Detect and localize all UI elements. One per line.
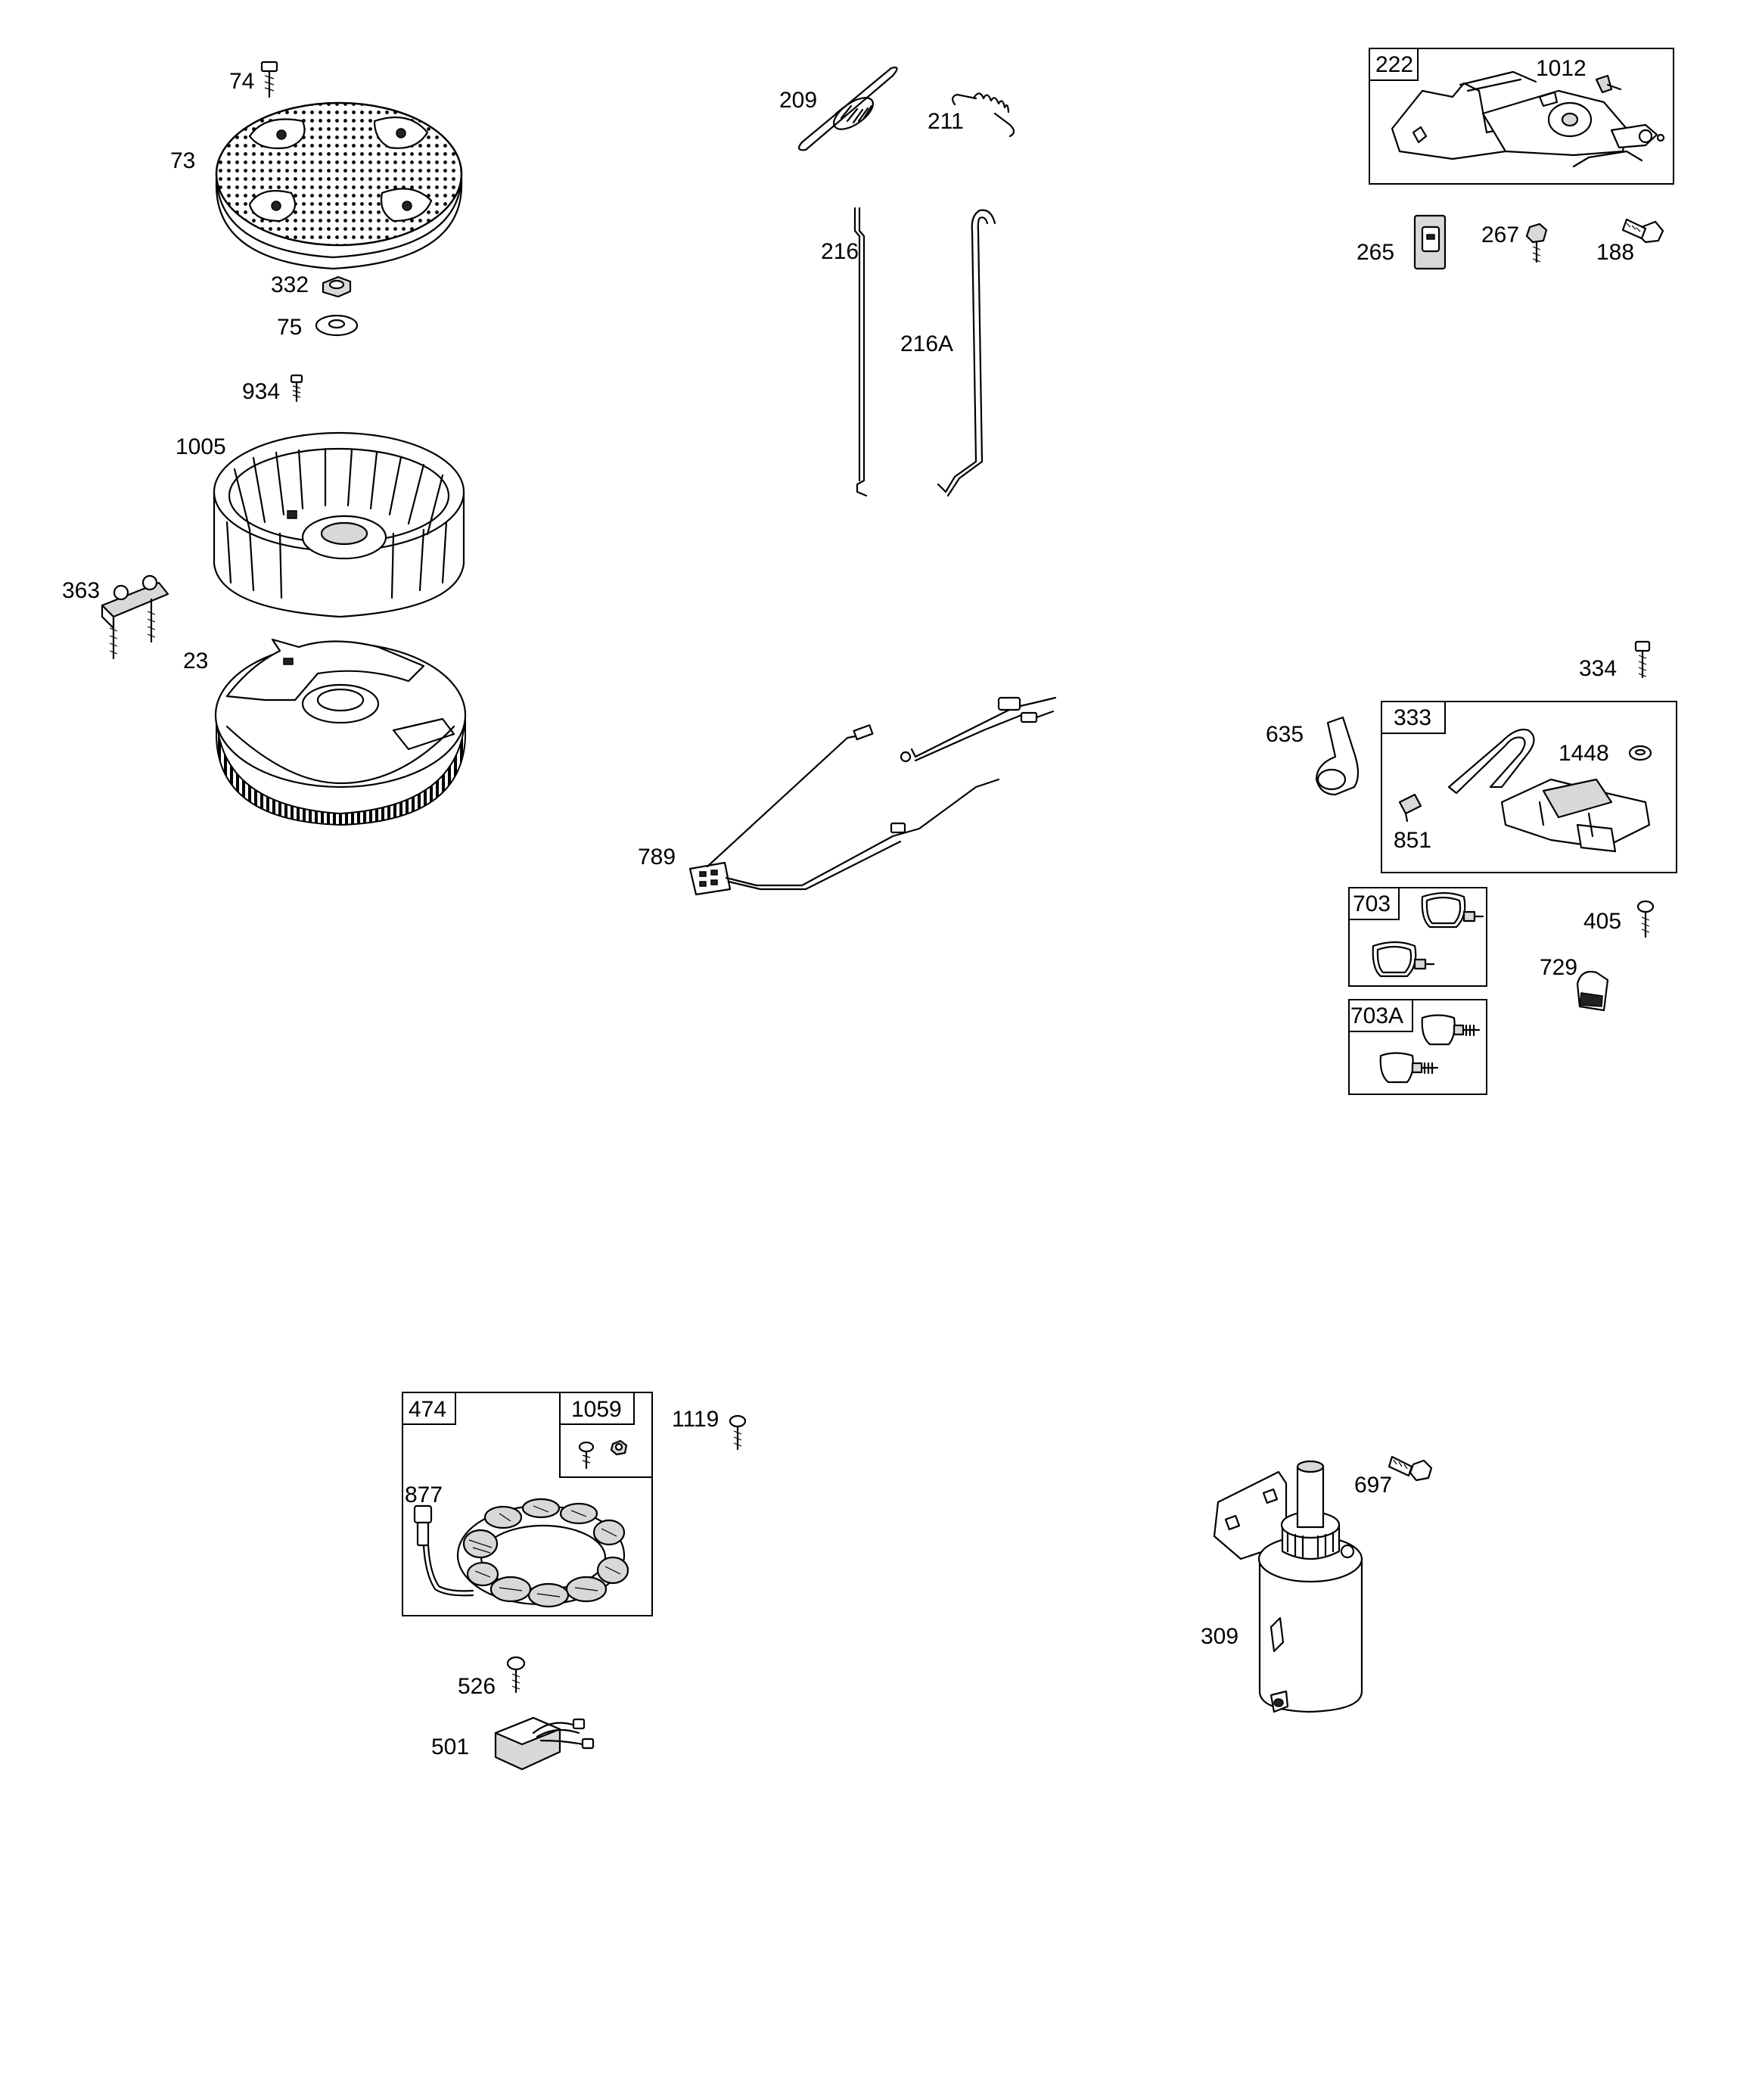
- label-703A[interactable]: 703A: [1350, 1003, 1403, 1028]
- box-703a-tag: [1348, 999, 1413, 1032]
- terminal-729-icon: [1576, 970, 1609, 1012]
- label-23[interactable]: 23: [183, 649, 208, 674]
- label-211[interactable]: 211: [928, 109, 964, 134]
- label-363[interactable]: 363: [62, 578, 100, 603]
- label-1448[interactable]: 1448: [1559, 741, 1609, 766]
- label-332[interactable]: 332: [271, 272, 309, 297]
- label-526[interactable]: 526: [458, 1674, 496, 1699]
- clamp-703a-icon: [1379, 1014, 1481, 1084]
- screw-nut-1059-icon: [578, 1439, 628, 1470]
- washer-75-icon: [315, 314, 359, 337]
- label-222[interactable]: 222: [1375, 52, 1413, 77]
- wire-harness-789-icon: [688, 696, 1057, 896]
- label-1005[interactable]: 1005: [176, 434, 226, 459]
- label-74[interactable]: 74: [229, 69, 254, 94]
- box-1059-tag: [559, 1392, 635, 1425]
- regulator-501-icon: [494, 1716, 595, 1771]
- box-474-tag: [402, 1392, 456, 1425]
- box-333-tag: [1381, 701, 1446, 734]
- spring-209-icon: [797, 67, 898, 151]
- box-333: [1381, 701, 1677, 873]
- screw-405-icon: [1636, 900, 1655, 938]
- label-216A[interactable]: 216A: [900, 331, 953, 356]
- screw-934-icon: [290, 374, 303, 403]
- label-309[interactable]: 309: [1201, 1624, 1238, 1649]
- label-851[interactable]: 851: [1394, 828, 1431, 853]
- starter-motor-309-icon: [1213, 1460, 1363, 1713]
- label-405[interactable]: 405: [1583, 909, 1621, 934]
- ring-gear-23-icon: [214, 638, 467, 826]
- rod-216a-icon: [937, 209, 996, 497]
- box-222-tag: [1369, 48, 1419, 81]
- label-474[interactable]: 474: [409, 1397, 446, 1422]
- box-474: [402, 1392, 653, 1616]
- label-697[interactable]: 697: [1354, 1473, 1392, 1498]
- label-265[interactable]: 265: [1357, 240, 1394, 265]
- stator-877-icon: [413, 1498, 629, 1608]
- label-877[interactable]: 877: [405, 1482, 443, 1507]
- spring-211-icon: [952, 92, 1015, 138]
- bolt-697-icon: [1388, 1455, 1433, 1482]
- governor-control-222-icon: [1391, 70, 1665, 168]
- label-934[interactable]: 934: [242, 379, 280, 404]
- rod-216-icon: [853, 207, 868, 497]
- label-267[interactable]: 267: [1481, 222, 1519, 247]
- label-789[interactable]: 789: [638, 845, 676, 870]
- screw-526-icon: [506, 1656, 526, 1694]
- label-73[interactable]: 73: [170, 148, 195, 173]
- box-703a: [1348, 999, 1487, 1095]
- screw-74-icon: [260, 61, 278, 98]
- label-729[interactable]: 729: [1540, 955, 1577, 980]
- nut-332-icon: [322, 275, 352, 298]
- label-1059[interactable]: 1059: [571, 1397, 622, 1422]
- screw-267-icon: [1525, 222, 1548, 263]
- box-703-tag: [1348, 887, 1400, 920]
- label-75[interactable]: 75: [277, 315, 302, 340]
- clip-265-icon: [1413, 214, 1447, 270]
- screw-1119-icon: [729, 1414, 747, 1451]
- label-216[interactable]: 216: [821, 239, 859, 264]
- clamp-703-icon: [1372, 891, 1484, 978]
- label-1012[interactable]: 1012: [1536, 56, 1587, 81]
- bracket-363-icon: [101, 574, 169, 660]
- screen-73-icon: [215, 101, 463, 270]
- box-222: [1369, 48, 1674, 185]
- ignition-armature-333-icon: [1398, 728, 1652, 853]
- flywheel-1005-icon: [213, 431, 465, 618]
- label-333[interactable]: 333: [1394, 705, 1431, 730]
- label-501[interactable]: 501: [431, 1734, 469, 1759]
- label-1119[interactable]: 1119: [672, 1407, 719, 1432]
- bolt-188-icon: [1621, 218, 1664, 244]
- box-703: [1348, 887, 1487, 987]
- label-188[interactable]: 188: [1596, 240, 1634, 265]
- label-334[interactable]: 334: [1579, 656, 1617, 681]
- label-635[interactable]: 635: [1266, 722, 1304, 747]
- spark-plug-boot-635-icon: [1315, 716, 1360, 796]
- screw-334-icon: [1634, 640, 1651, 679]
- label-209[interactable]: 209: [779, 88, 817, 113]
- label-703[interactable]: 703: [1353, 891, 1391, 916]
